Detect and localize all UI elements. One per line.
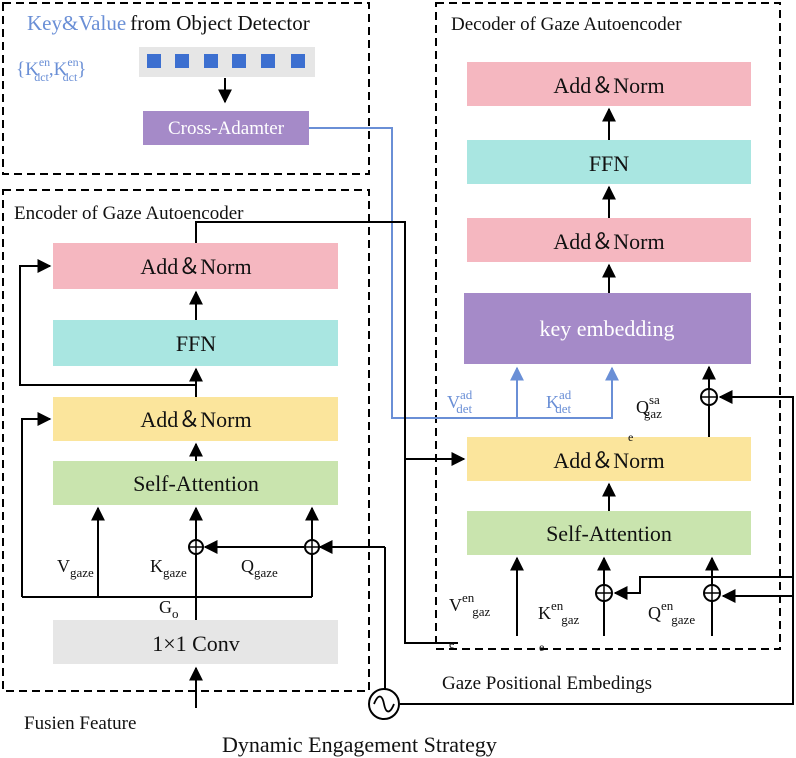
dec-ffn-label: FFN — [589, 151, 629, 176]
dec-self-attention-block — [467, 511, 751, 555]
enc-k-plus-node — [188, 539, 204, 555]
dec-add-norm-top-block — [467, 62, 751, 106]
g0-label: Go — [159, 597, 179, 621]
token-square — [204, 54, 218, 68]
k-en-e-label: e — [539, 640, 544, 654]
dec-add-norm-mid-block — [467, 218, 751, 262]
enc-k-label: Kgaze — [150, 556, 187, 580]
token-strip — [139, 47, 315, 77]
conv-block — [53, 620, 338, 664]
decoder-title: Decoder of Gaze Autoencoder — [451, 14, 682, 35]
enc-self-attention-label: Self-Attention — [133, 471, 259, 496]
enc-ffn-block — [53, 320, 338, 366]
token-square — [291, 54, 305, 68]
enc-add-norm-top-label: Add＆Norm — [140, 254, 251, 279]
token-square — [147, 54, 161, 68]
token-square — [232, 54, 246, 68]
dec-ffn-block — [467, 140, 751, 184]
enc-v-label: Vgaze — [57, 556, 94, 580]
enc-ffn-label: FFN — [176, 331, 216, 356]
cross-adapter-to-key-embedding-line — [309, 127, 619, 419]
enc-self-attention-block — [53, 461, 338, 505]
dec-add-norm-bottom-block — [467, 437, 751, 481]
positional-encoding-icon — [368, 688, 400, 720]
diagram-caption: Dynamic Engagement Strategy — [222, 732, 497, 757]
q-sa-e-label: e — [628, 430, 633, 444]
fusion-feature-label: Fusien Feature — [24, 713, 136, 734]
token-square — [175, 54, 189, 68]
key-embedding-block — [464, 293, 751, 364]
dec-add-norm-top-label: Add＆Norm — [553, 73, 664, 98]
token-square — [261, 54, 275, 68]
dec-qsa-plus-node — [700, 388, 718, 406]
enc-q-plus-node — [304, 539, 320, 555]
conv-label: 1×1 Conv — [152, 631, 240, 656]
object-detector-frame — [2, 2, 370, 175]
dec-self-attention-label: Self-Attention — [546, 521, 672, 546]
enc-q-label: Qgaze — [241, 556, 278, 580]
token-squares — [147, 54, 305, 68]
enc-add-norm-bottom-label: Add＆Norm — [140, 407, 251, 432]
dec-q-plus-node — [703, 584, 721, 602]
encoder-title: Encoder of Gaze Autoencoder — [14, 203, 244, 224]
dec-add-norm-mid-label: Add＆Norm — [553, 229, 664, 254]
dec-k-plus-node — [595, 584, 613, 602]
positional-embedding-label: Gaze Positional Embedings — [442, 673, 652, 694]
enc-add-norm-top-block — [53, 243, 338, 289]
enc-add-norm-bottom-block — [53, 397, 338, 441]
cross-adapter-label: Cross-Adamter — [168, 118, 285, 139]
v-en-e-label: e — [449, 637, 454, 651]
cross-adapter-block — [143, 111, 309, 145]
encoder-frame — [2, 189, 370, 692]
encoder-output-line — [195, 221, 458, 644]
decoder-frame — [435, 2, 781, 650]
dec-add-norm-bottom-label: Add＆Norm — [553, 448, 664, 473]
key-embedding-label: key embedding — [539, 316, 674, 341]
